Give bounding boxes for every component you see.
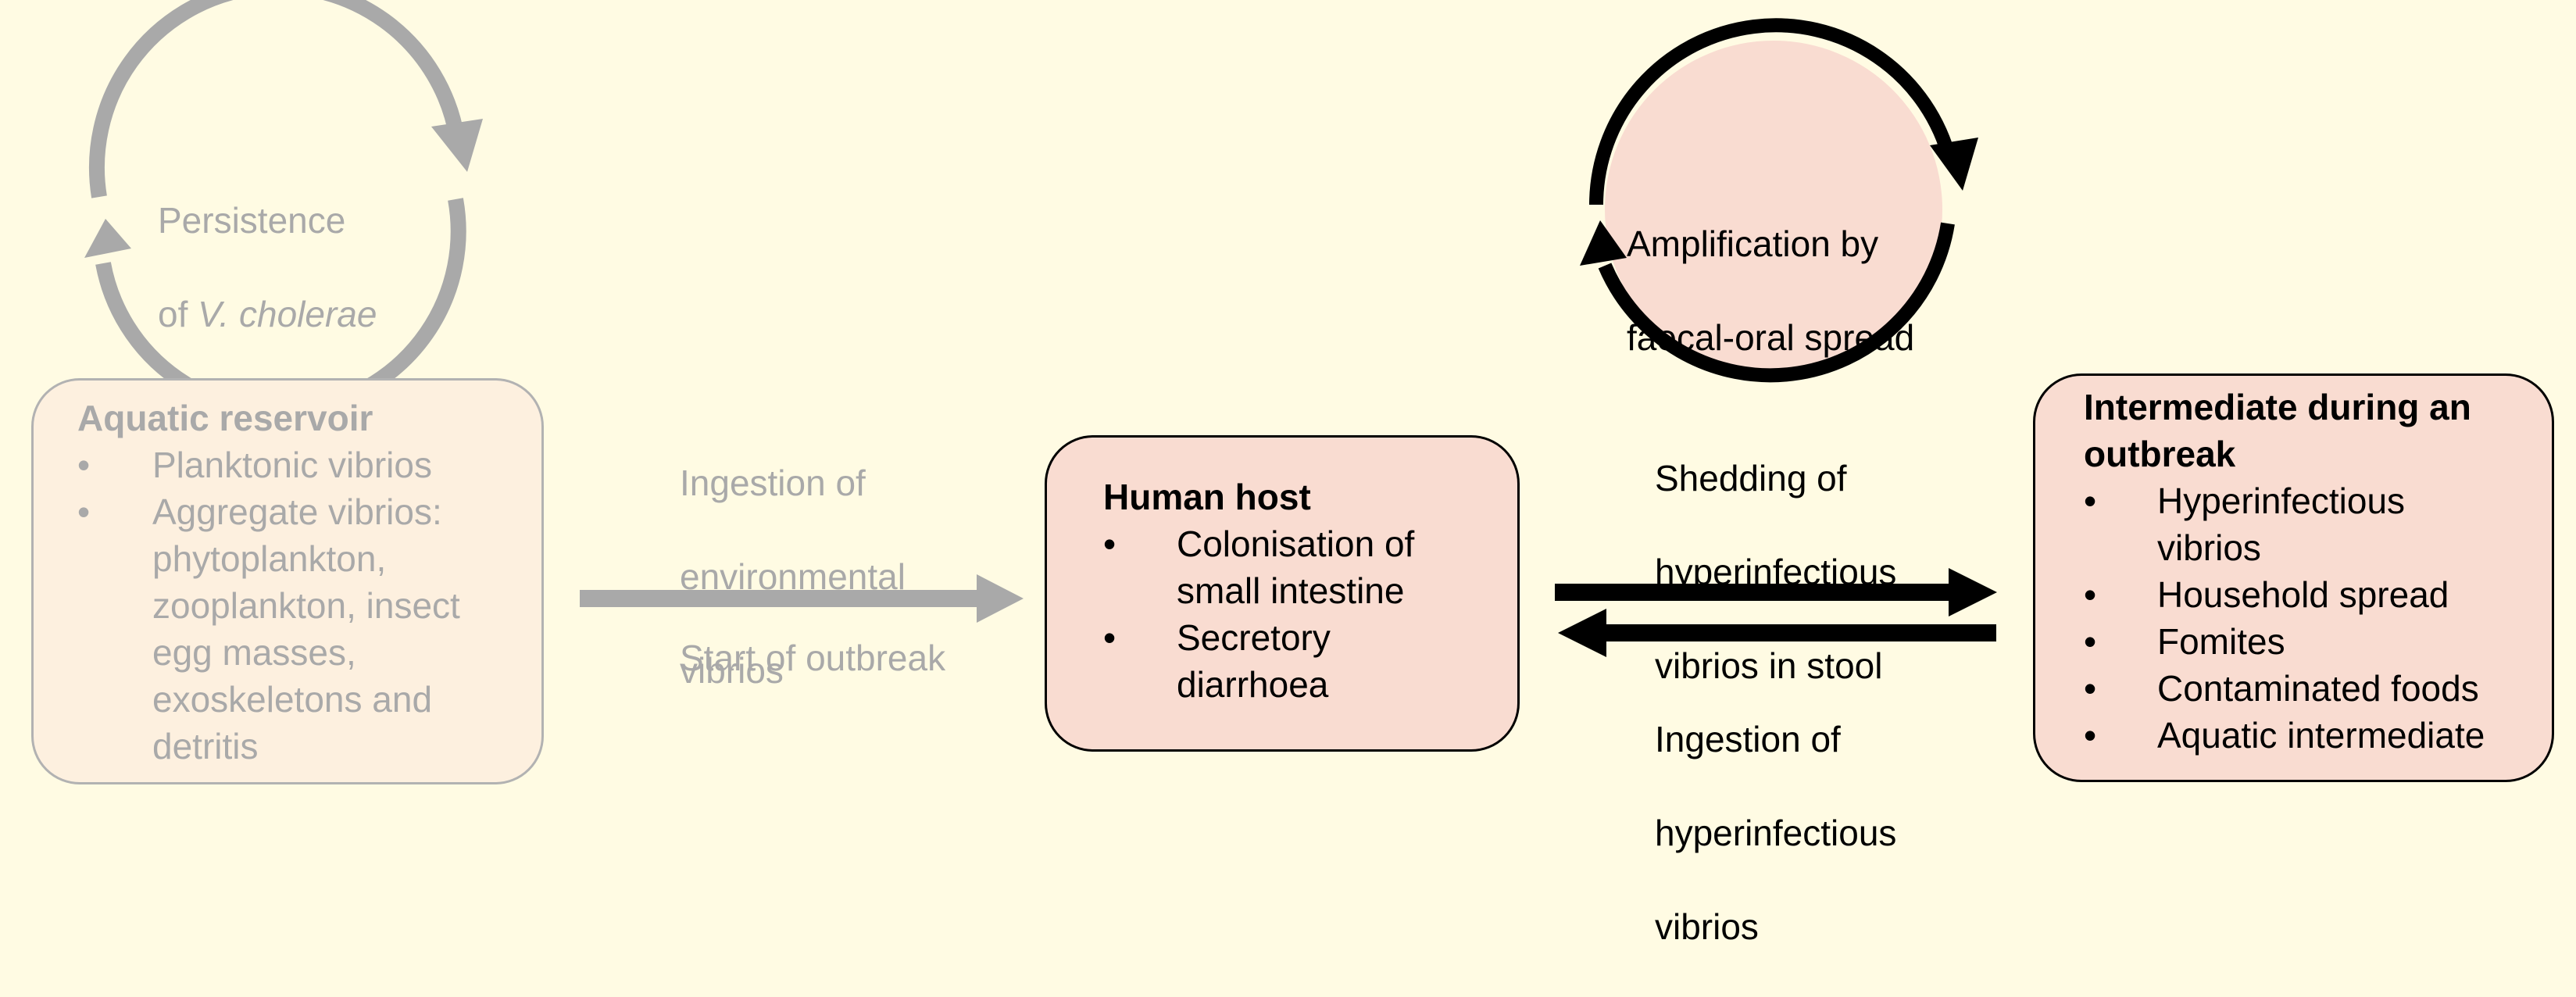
intermediate-list: • Hyperinfectious vibrios • Household sp…: [2084, 477, 2552, 759]
intermediate-item: • Contaminated foods: [2084, 665, 2552, 712]
label-line: environmental: [680, 556, 906, 597]
persistence-label-line1: Persistence: [158, 200, 346, 241]
shedding-label: Shedding of hyperinfectious vibrios in s…: [1655, 408, 1896, 736]
item-line: phytoplankton,: [152, 538, 387, 579]
intermediate-item: • Hyperinfectious vibrios: [2084, 477, 2552, 571]
human-host-list: • Colonisation of small intestine • Secr…: [1103, 520, 1517, 708]
bullet-icon: •: [1103, 617, 1117, 658]
label-line: vibrios: [680, 650, 784, 691]
item-line: Contaminated foods: [2157, 668, 2479, 709]
ingestion-environmental-label: Ingestion of environmental vibrios: [680, 413, 906, 741]
bullet-icon: •: [2084, 621, 2097, 662]
persistence-label-line2: of V. cholerae: [158, 291, 377, 338]
aquatic-reservoir-title: Aquatic reservoir: [77, 398, 373, 438]
label-line: Ingestion of: [680, 463, 866, 503]
bullet-icon: •: [77, 491, 91, 532]
item-line: Secretory: [1177, 617, 1331, 658]
arrow-intermediate-to-host: [1558, 609, 1996, 657]
amplification-cycle-fill: [1605, 41, 1942, 378]
aquatic-reservoir-item: • Planktonic vibrios: [77, 441, 541, 488]
label-line: vibrios in stool: [1655, 645, 1883, 686]
intermediate-item: • Aquatic intermediate: [2084, 712, 2552, 759]
bullet-icon: •: [2084, 715, 2097, 756]
amplification-cycle-arrowhead-right: [1930, 138, 1978, 191]
label-line: Ingestion of: [1655, 719, 1841, 759]
start-of-outbreak-label: Start of outbreak: [680, 638, 946, 678]
bullet-icon: •: [2084, 574, 2097, 615]
item-line: Planktonic vibrios: [152, 445, 432, 485]
human-host-item: • Colonisation of small intestine: [1103, 520, 1517, 614]
label-line: vibrios: [1655, 906, 1759, 947]
amplification-cycle-upper-arc: [1589, 18, 1957, 205]
persistence-cycle-upper-arc: [88, 0, 465, 198]
bullet-icon: •: [1103, 524, 1117, 564]
item-line: exoskeletons and: [152, 679, 433, 720]
intermediate-title-line2: outbreak: [2084, 434, 2236, 474]
aquatic-reservoir-list: • Planktonic vibrios • Aggregate vibrios…: [77, 441, 541, 770]
item-line: Aquatic intermediate: [2157, 715, 2485, 756]
item-line: egg masses,: [152, 632, 356, 673]
bullet-icon: •: [77, 445, 91, 485]
amplification-cycle-lower-arc: [1598, 222, 1955, 383]
item-line: Fomites: [2157, 621, 2285, 662]
item-line: Colonisation of: [1177, 524, 1415, 564]
intermediate-title-line1: Intermediate during an: [2084, 387, 2471, 427]
amplification-cycle-label: Amplification by faecal-oral spread: [1627, 173, 1914, 408]
arrow-host-to-intermediate: [1555, 568, 1997, 616]
item-line: detritis: [152, 726, 259, 767]
item-line: zooplankton, insect: [152, 585, 460, 626]
item-line: vibrios: [2157, 527, 2261, 568]
item-line: Aggregate vibrios:: [152, 491, 442, 532]
human-host-title: Human host: [1103, 477, 1311, 517]
bullet-icon: •: [2084, 668, 2097, 709]
amplification-cycle-arrowhead-left: [1580, 220, 1627, 266]
persistence-cycle-arrowhead-left: [84, 219, 131, 258]
intermediate-item: • Household spread: [2084, 571, 2552, 618]
persistence-cycle-arrowhead-right: [431, 119, 483, 172]
amplification-cycle: [1580, 18, 1978, 383]
arrow-reservoir-to-host: [580, 574, 1024, 623]
human-host-item: • Secretory diarrhoea: [1103, 614, 1517, 708]
aquatic-reservoir-box: Aquatic reservoir • Planktonic vibrios •…: [31, 378, 544, 784]
item-line: Household spread: [2157, 574, 2449, 615]
ingestion-hyperinfectious-label: Ingestion of hyperinfectious vibrios: [1655, 669, 1896, 997]
intermediate-item: • Fomites: [2084, 618, 2552, 665]
diagram-graphics: [84, 0, 1997, 657]
amplification-label-line2: faecal-oral spread: [1627, 317, 1915, 358]
label-line: hyperinfectious: [1655, 552, 1897, 592]
item-line: diarrhoea: [1177, 664, 1329, 705]
persistence-cycle-label: Persistence of V. cholerae: [158, 150, 377, 384]
human-host-box: Human host • Colonisation of small intes…: [1045, 435, 1520, 752]
persistence-label-prefix: of: [158, 294, 198, 334]
persistence-label-species: V. cholerae: [198, 294, 377, 334]
intermediate-box: Intermediate during an outbreak • Hyperi…: [2033, 373, 2554, 782]
label-line: hyperinfectious: [1655, 813, 1897, 853]
item-line: Hyperinfectious: [2157, 481, 2406, 521]
amplification-label-line1: Amplification by: [1627, 223, 1879, 264]
item-line: small intestine: [1177, 570, 1405, 611]
aquatic-reservoir-item: • Aggregate vibrios: phytoplankton, zoop…: [77, 488, 541, 770]
bullet-icon: •: [2084, 481, 2097, 521]
label-line: Shedding of: [1655, 458, 1847, 499]
